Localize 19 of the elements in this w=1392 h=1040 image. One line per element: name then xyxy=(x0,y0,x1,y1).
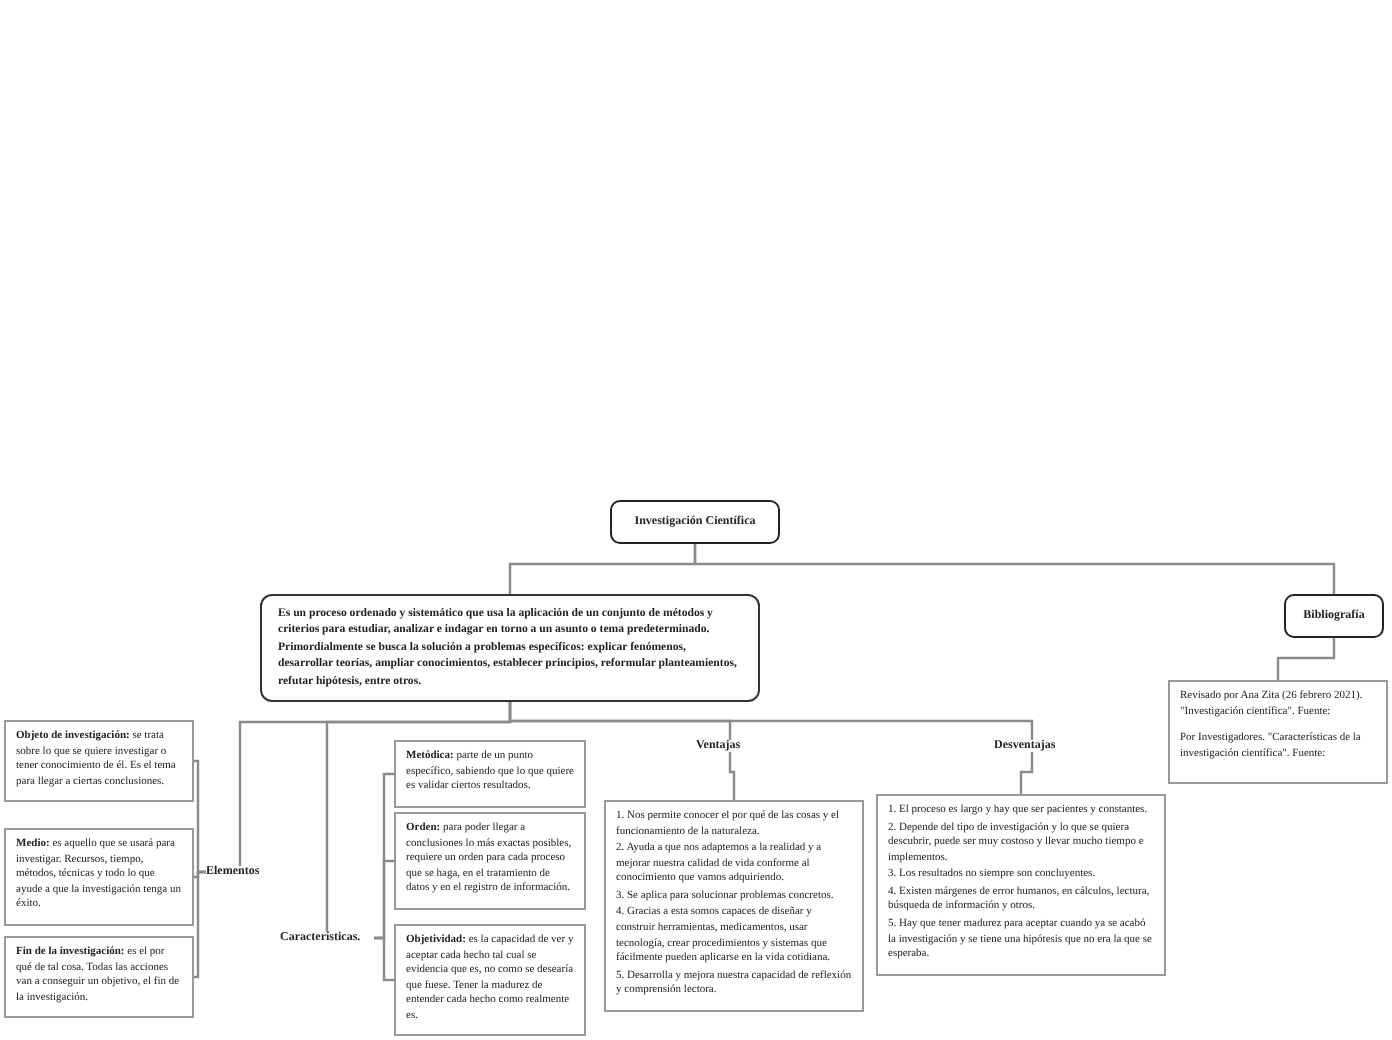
description-box xyxy=(260,594,760,702)
connector-line xyxy=(1276,638,1336,680)
note-card xyxy=(4,828,194,926)
connector-line xyxy=(728,752,736,800)
note-card xyxy=(4,720,194,803)
connector-line xyxy=(1019,752,1034,794)
note-card xyxy=(604,800,864,1012)
note-card xyxy=(394,924,586,1037)
topic-box xyxy=(1284,594,1384,638)
note-card xyxy=(876,794,1166,976)
note-card xyxy=(394,812,586,910)
connector-line xyxy=(374,936,394,982)
note-card xyxy=(4,936,194,1019)
connector-line xyxy=(693,544,1336,594)
note-card xyxy=(1168,680,1388,785)
note-card xyxy=(394,740,586,808)
connector-line xyxy=(194,870,206,979)
connector-line xyxy=(508,702,1034,740)
topic-box xyxy=(610,500,780,544)
